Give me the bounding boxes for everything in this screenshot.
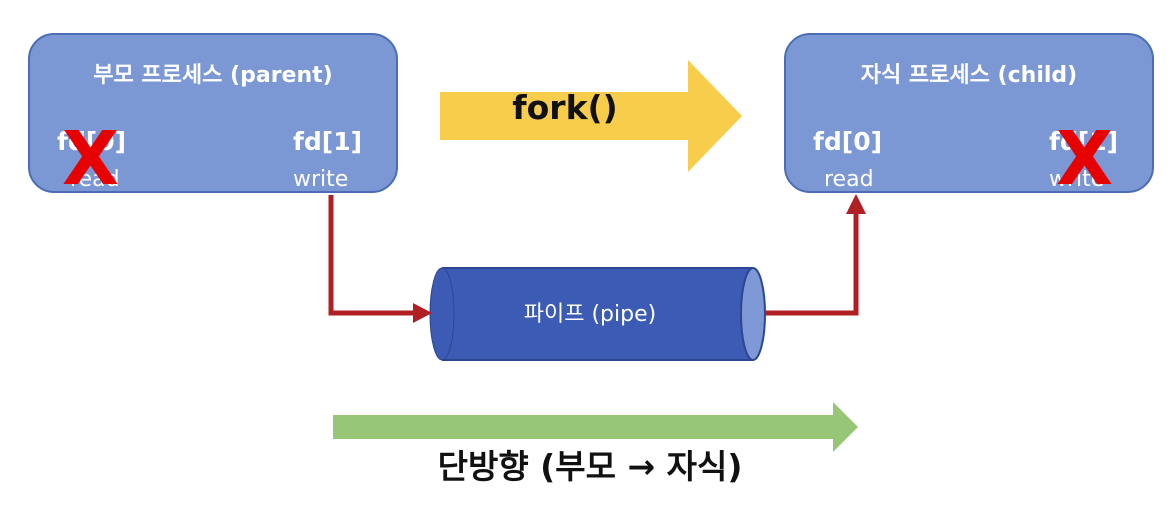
parent-fd-write-sub: write — [293, 167, 349, 192]
parent-fd-write-label: fd[1] — [293, 127, 363, 156]
child-write-closed-x-icon: X — [1056, 116, 1114, 202]
child-fd-read-label: fd[0] — [813, 127, 883, 156]
parent-read-closed-x-icon: X — [62, 116, 120, 202]
child-fd-read-sub: read — [824, 167, 874, 192]
parent-process-box: 부모 프로세스 (parent) fd[0] read fd[1] write — [28, 33, 398, 193]
child-process-title: 자식 프로세스 (child) — [860, 63, 1078, 88]
flow-line-parent-to-pipe — [328, 195, 415, 316]
parent-process-title: 부모 프로세스 (parent) — [93, 63, 333, 88]
pipe-cylinder — [429, 267, 766, 361]
fork-label: fork() — [512, 88, 618, 127]
child-fd-write-sub: write — [1049, 167, 1105, 192]
direction-arrow — [333, 402, 858, 452]
flow-arrowhead-into-pipe — [413, 303, 432, 323]
parent-fd-read-label: fd[0] — [57, 127, 127, 156]
pipe-label: 파이프 (pipe) — [523, 302, 657, 327]
flow-line-pipe-to-child — [765, 212, 859, 316]
child-process-box: 자식 프로세스 (child) fd[0] read fd[1] write — [784, 33, 1154, 193]
direction-label: 단방향 (부모 → 자식) — [437, 447, 743, 486]
flow-arrowhead-into-child — [846, 194, 866, 214]
fork-arrow — [440, 60, 742, 172]
child-fd-write-label: fd[1] — [1049, 127, 1119, 156]
parent-fd-read-sub: read — [70, 167, 120, 192]
